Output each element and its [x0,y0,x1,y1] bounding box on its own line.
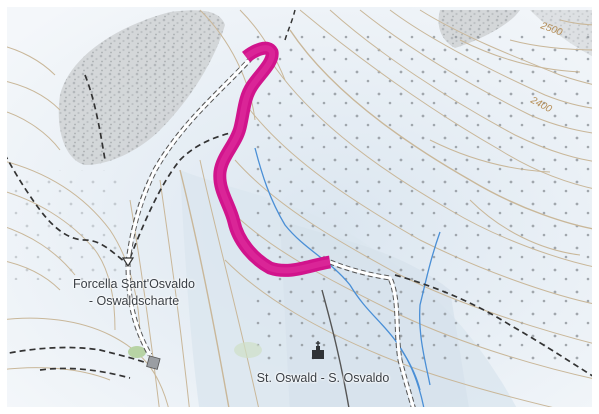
church-label: St. Oswald - S. Osvaldo [256,371,390,385]
pass-label: Forcella Sant'Osvaldo - Oswaldscharte [64,276,204,310]
pass-icon[interactable] [121,257,135,268]
meadow-patch [128,346,146,358]
pass-label-line2: - Oswaldscharte [88,294,180,308]
hut-icon[interactable] [146,355,161,370]
trail-east-valley [394,274,599,381]
contour-lines [0,9,599,414]
trail-ridge [129,129,246,259]
trail-south-west-2 [39,367,131,379]
trails-dashed [0,74,599,381]
trail-north-dashed [284,9,296,41]
pass-label-line1: Forcella Sant'Osvaldo [73,277,195,291]
church-icon[interactable] [312,341,324,359]
road-line [321,289,351,414]
meadow-patch-2 [234,342,262,358]
trail-south-west [0,346,153,366]
trail-northwest [84,74,106,161]
path-double-dashed [125,48,418,414]
trail-west-slope [0,144,126,263]
scree-area-west [0,170,120,280]
rock-area-west [58,10,225,165]
stream-east [419,231,441,386]
route-highlight-inner [216,45,331,274]
